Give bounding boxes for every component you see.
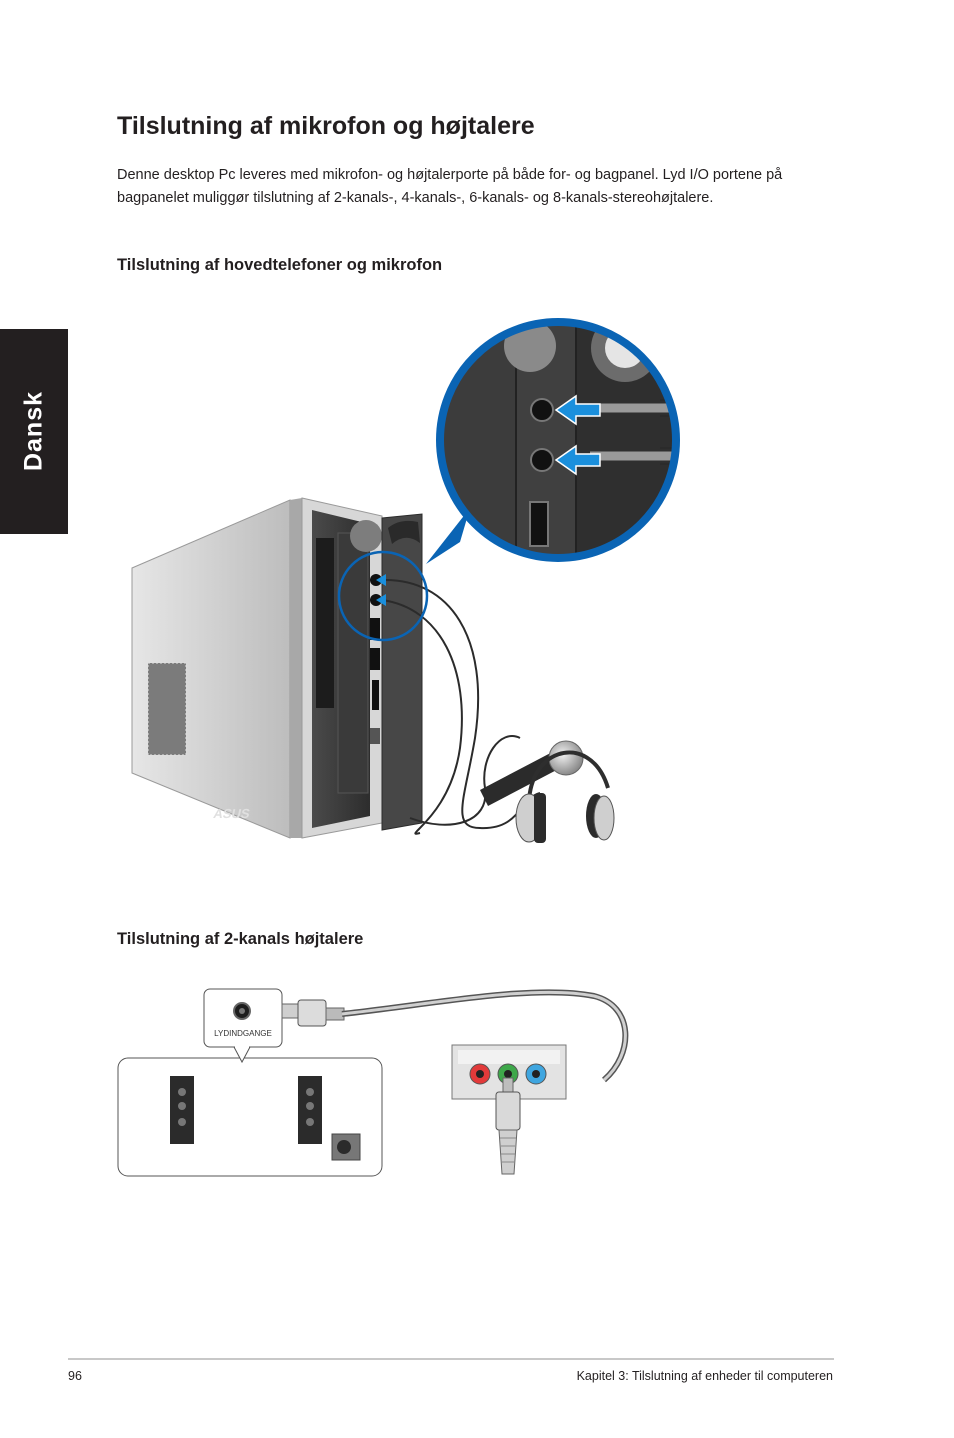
asus-logo: ASUS xyxy=(212,806,251,821)
headphones-icon xyxy=(515,750,615,843)
computer-case: ASUS xyxy=(131,497,423,839)
zoom-inset xyxy=(436,318,680,562)
figure-2ch-speakers: LYDINDGANGE xyxy=(117,988,629,1177)
intro-paragraph: Denne desktop Pc leveres med mikrofon- o… xyxy=(117,167,783,206)
highlight-circle xyxy=(337,550,429,642)
speaker-plug xyxy=(281,999,345,1027)
audio-input-callout xyxy=(203,988,283,1064)
front-port-arrows xyxy=(376,574,386,606)
language-side-tab: Dansk xyxy=(0,329,68,534)
rear-audio-panel xyxy=(451,1044,567,1100)
subwoofer-icon xyxy=(331,1133,361,1161)
panel-plug xyxy=(495,1077,521,1175)
speaker-left-icon xyxy=(170,1076,194,1144)
language-side-tab-label: Dansk xyxy=(19,390,48,472)
callout-tail xyxy=(426,508,470,564)
page-number: 96 xyxy=(68,1369,82,1383)
page-title: Tilslutning af mikrofon og højtalere xyxy=(117,112,535,140)
chapter-title: Kapitel 3: Tilslutning af enheder til co… xyxy=(576,1369,833,1383)
section-heading-2ch-speakers: Tilslutning af 2-kanals højtalere xyxy=(117,930,364,948)
footer-rule xyxy=(68,1358,834,1360)
speaker-right-icon xyxy=(298,1076,322,1144)
audio-input-label: LYDINDGANGE xyxy=(214,1029,272,1038)
section-heading-headphones-mic: Tilslutning af hovedtelefoner og mikrofo… xyxy=(117,256,443,274)
case-vent xyxy=(147,662,187,756)
figure-headphones-microphone: ASUS xyxy=(131,318,680,843)
